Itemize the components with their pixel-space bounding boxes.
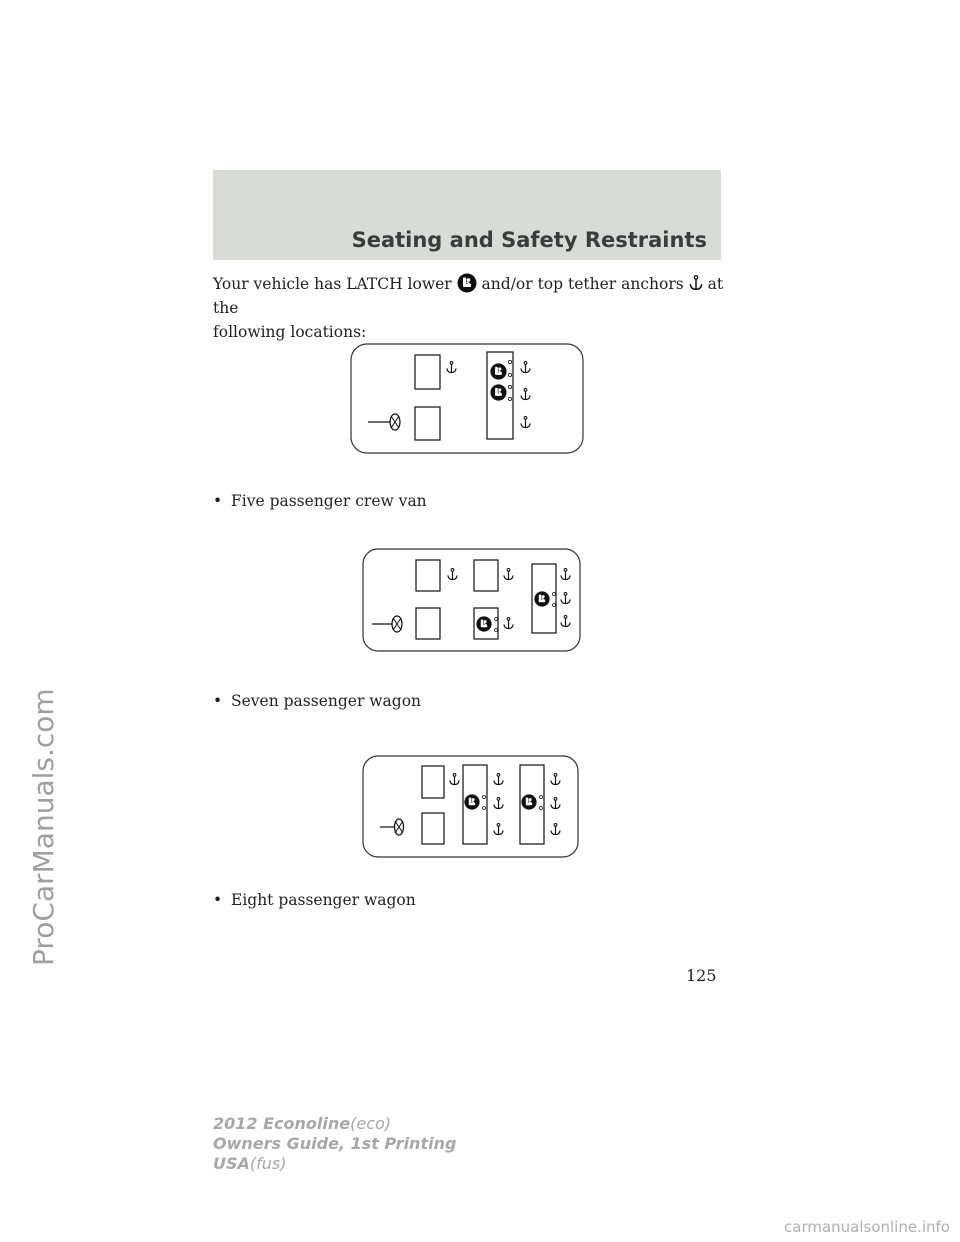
front-seat	[415, 559, 441, 592]
anchor-icon	[689, 275, 703, 291]
latch-bar-icon	[539, 795, 543, 799]
caption-text: Eight passenger wagon	[231, 891, 416, 909]
vehicle-outline	[350, 343, 584, 454]
latch-bar-icon	[507, 385, 512, 390]
front-seat	[414, 354, 441, 390]
caption-eight-passenger: • Eight passenger wagon	[213, 891, 416, 909]
caption-text: Five passenger crew van	[231, 492, 427, 510]
footer: 2012 Econoline(eco) Owners Guide, 1st Pr…	[213, 1114, 456, 1174]
footer-model-code: (eco)	[350, 1114, 392, 1133]
footer-line-1: 2012 Econoline(eco)	[213, 1114, 456, 1134]
intro-paragraph: Your vehicle has LATCH lower and/or top …	[213, 272, 733, 344]
latch-bar-icon	[482, 806, 486, 810]
footer-line-2: Owners Guide, 1st Printing	[213, 1134, 456, 1154]
child-seat-latch-icon	[521, 794, 537, 810]
intro-text-1: Your vehicle has LATCH lower	[213, 275, 452, 293]
child-seat-latch-icon	[456, 273, 477, 293]
driver-seat	[414, 406, 441, 441]
side-watermark-text: ProCarManuals.com	[27, 688, 60, 966]
front-seat	[421, 765, 445, 799]
footer-model: 2012 Econoline	[213, 1114, 351, 1133]
bullet: •	[213, 492, 223, 510]
steering-wheel-icon	[389, 413, 401, 431]
intro-text-4: following locations:	[213, 323, 367, 341]
side-watermark: ProCarManuals.com	[6, 380, 66, 980]
driver-seat	[415, 607, 441, 640]
seating-diagram-five-passenger	[350, 343, 584, 454]
section-header: Seating and Safety Restraints	[213, 170, 721, 260]
child-seat-latch-icon	[476, 616, 492, 632]
section-title: Seating and Safety Restraints	[351, 228, 707, 252]
latch-bar-icon	[482, 795, 486, 799]
caption-five-passenger: • Five passenger crew van	[213, 492, 427, 510]
latch-bar-icon	[507, 372, 512, 377]
latch-bar-icon	[552, 592, 556, 596]
latch-bar-icon	[552, 603, 556, 607]
driver-seat	[421, 812, 445, 845]
bullet: •	[213, 891, 223, 909]
seating-diagram-seven-passenger	[362, 548, 581, 652]
steering-wheel-icon	[393, 818, 405, 836]
footer-guide: Owners Guide, 1st Printing	[213, 1134, 457, 1153]
latch-bar-icon	[494, 617, 498, 621]
footer-market-code: (fus)	[249, 1154, 287, 1173]
child-seat-latch-icon	[534, 591, 550, 607]
bullet: •	[213, 692, 223, 710]
caption-seven-passenger: • Seven passenger wagon	[213, 692, 421, 710]
child-seat-latch-icon	[490, 363, 507, 380]
footer-line-3: USA(fus)	[213, 1154, 456, 1174]
latch-bar-icon	[494, 628, 498, 632]
intro-text-3: at the	[213, 275, 724, 317]
bottom-watermark: carmanualsonline.info	[784, 1218, 950, 1236]
child-seat-latch-icon	[464, 794, 480, 810]
latch-bar-icon	[507, 359, 512, 364]
latch-bar-icon	[507, 397, 512, 402]
steering-wheel-icon	[391, 615, 403, 633]
captain-seat	[473, 559, 499, 592]
caption-text: Seven passenger wagon	[231, 692, 422, 710]
seating-diagram-eight-passenger	[362, 755, 579, 858]
intro-text-2: and/or top tether anchors	[481, 275, 684, 293]
page-number: 125	[686, 966, 717, 985]
latch-bar-icon	[539, 806, 543, 810]
child-seat-latch-icon	[490, 384, 507, 401]
footer-market: USA	[213, 1154, 250, 1173]
